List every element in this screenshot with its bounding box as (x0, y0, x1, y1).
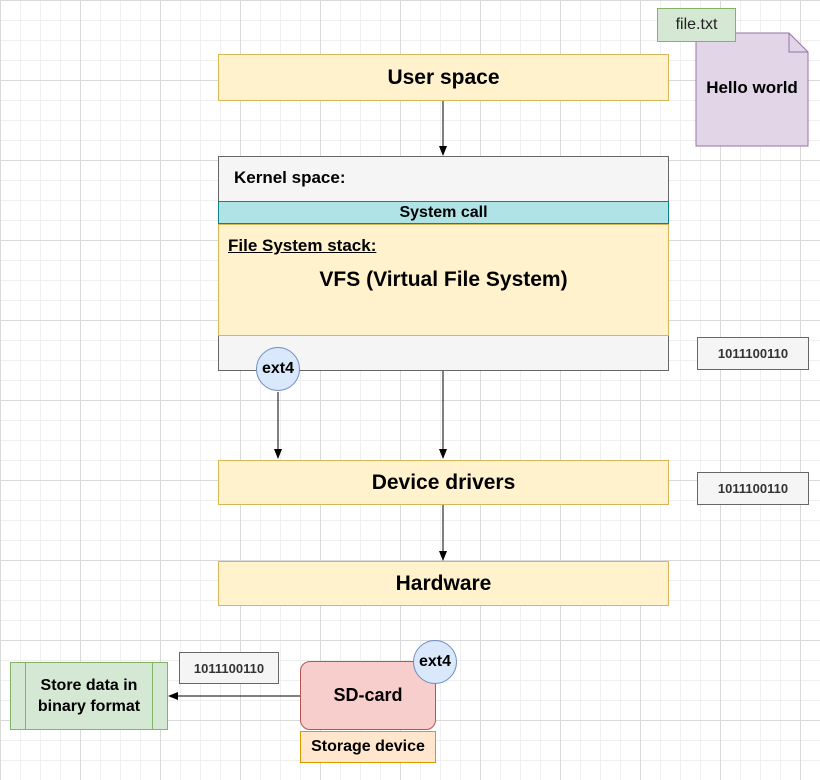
hardware-label: Hardware (395, 571, 492, 595)
sd-card-label: SD-card (333, 685, 403, 705)
device-drivers-box[interactable]: Device drivers (218, 460, 669, 505)
binary-text-1: 1011100110 (717, 346, 789, 361)
binary-box-2[interactable]: 1011100110 (697, 472, 809, 505)
sd-card-box[interactable]: SD-card (300, 661, 436, 730)
user-space-label: User space (387, 65, 500, 89)
file-note-shape[interactable] (695, 32, 810, 148)
device-drivers-label: Device drivers (371, 470, 516, 494)
storage-device-box[interactable]: Storage device (300, 731, 436, 763)
store-data-line1: Store data in (40, 677, 138, 694)
file-name-label[interactable]: file.txt (657, 8, 736, 42)
hardware-box[interactable]: Hardware (218, 561, 669, 606)
system-call-label: System call (399, 203, 488, 221)
file-content: Hello world (706, 78, 798, 97)
binary-box-1[interactable]: 1011100110 (697, 337, 809, 370)
file-name-text: file.txt (675, 16, 718, 33)
file-system-stack-label: File System stack: (228, 236, 377, 255)
user-space-box[interactable]: User space (218, 54, 669, 101)
ext4-sd-circle[interactable]: ext4 (413, 640, 457, 684)
ext4-sd-label: ext4 (418, 653, 452, 670)
store-data-box[interactable]: Store data in binary format (10, 662, 168, 730)
binary-box-3[interactable]: 1011100110 (179, 652, 279, 684)
store-data-left-rule (25, 663, 26, 729)
kernel-space-label: Kernel space: (234, 168, 346, 187)
vfs-label: VFS (Virtual File System) (319, 268, 568, 291)
file-system-stack-box[interactable] (218, 224, 669, 336)
ext4-kernel-label: ext4 (261, 360, 295, 377)
store-data-right-rule (152, 663, 153, 729)
store-data-line2: binary format (37, 698, 141, 715)
storage-device-label: Storage device (311, 738, 425, 755)
binary-text-2: 1011100110 (717, 481, 789, 496)
system-call-bar[interactable]: System call (218, 201, 669, 224)
binary-text-3: 1011100110 (193, 660, 265, 676)
ext4-kernel-circle[interactable]: ext4 (256, 347, 300, 391)
